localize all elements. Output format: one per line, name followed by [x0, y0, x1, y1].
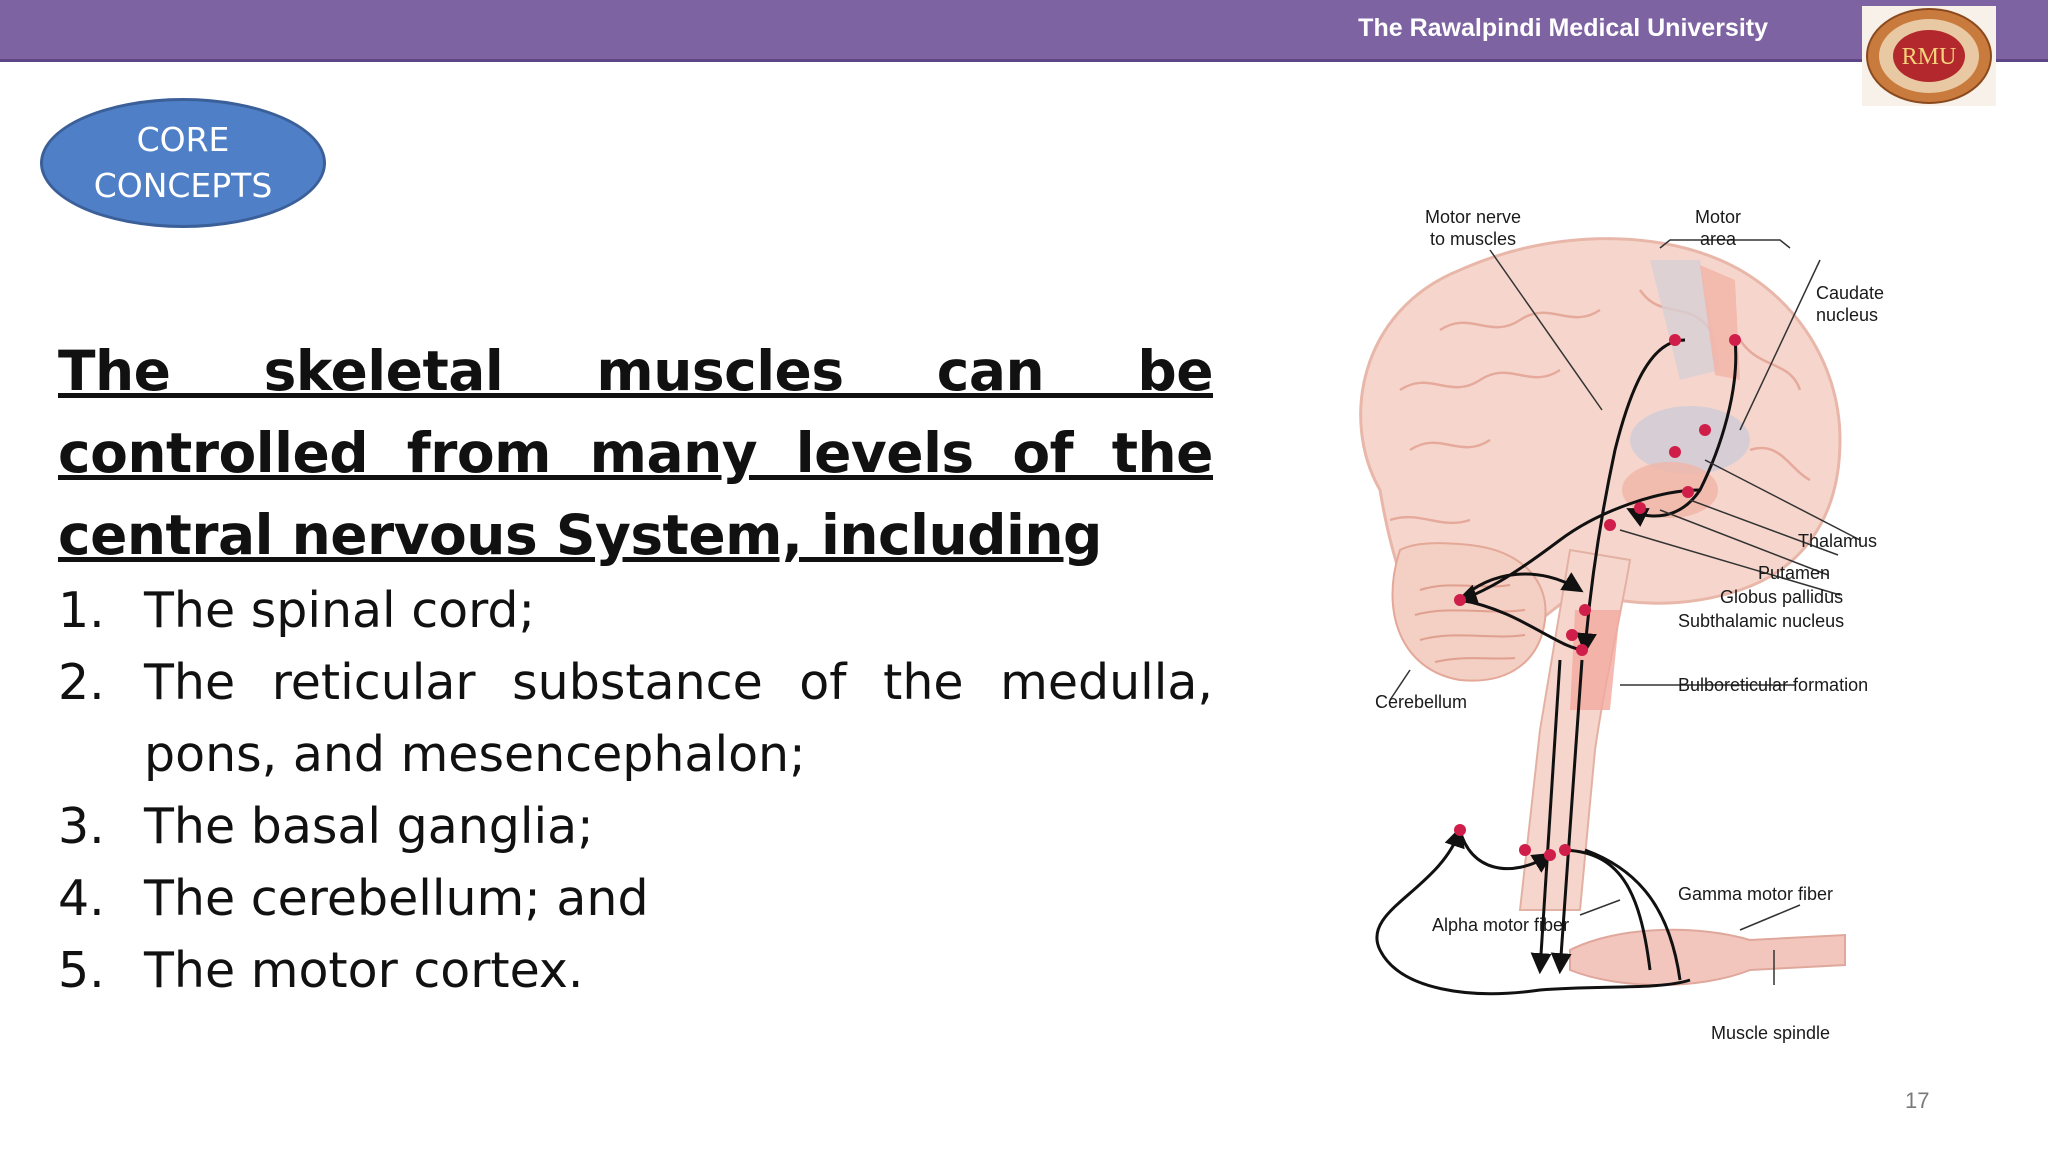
- label-bulboreticular-formation: Bulboreticular formation: [1678, 675, 1869, 695]
- core-concepts-badge: CORE CONCEPTS: [40, 98, 326, 228]
- bulboreticular-region: [1570, 610, 1620, 710]
- rmu-seal-logo-icon: RMU: [1862, 6, 1996, 106]
- list-item: 3.The basal ganglia;: [58, 798, 594, 855]
- badge-line-2: CONCEPTS: [93, 166, 273, 205]
- label-alpha-motor-fiber: Alpha motor fiber: [1432, 915, 1570, 935]
- label-motor-nerve: Motor nerve to muscles: [1425, 207, 1522, 249]
- cerebellum-shape: [1391, 542, 1547, 682]
- label-thalamus: Thalamus: [1798, 531, 1878, 551]
- label-cerebellum: Cerebellum: [1375, 692, 1468, 712]
- label-caudate-nucleus: Caudate nucleus: [1816, 283, 1885, 325]
- university-name: The Rawalpindi Medical University: [1358, 14, 1768, 42]
- slide-heading: The skeletal muscles can be controlled f…: [58, 339, 1214, 567]
- label-putamen: Putamen: [1758, 563, 1831, 583]
- motor-pathway-illustration: [1359, 237, 1861, 996]
- logo-text: RMU: [1902, 44, 1957, 70]
- label-motor-area: Motor area: [1695, 207, 1742, 249]
- list-item: 5.The motor cortex.: [58, 942, 584, 999]
- label-leaders: [1389, 239, 1861, 985]
- brain-gyri: [1389, 289, 1811, 525]
- neuron-nodes: [1454, 334, 1741, 861]
- putamen-region: [1622, 462, 1718, 518]
- page-number: 17: [1905, 1088, 1930, 1113]
- label-subthalamic-nucleus: Subthalamic nucleus: [1678, 611, 1845, 631]
- motor-area-region: [1650, 260, 1720, 380]
- badge-line-1: CORE: [136, 120, 230, 159]
- list-item: 4.The cerebellum; and: [58, 870, 649, 927]
- motor-control-diagram: Motor nerve to muscles Motor area Caudat…: [1320, 190, 1920, 1060]
- motor-area-red: [1700, 265, 1740, 380]
- muscle-shape: [1569, 928, 1846, 986]
- list-item: 1.The spinal cord;: [58, 582, 536, 639]
- label-globus-pallidus: Globus pallidus: [1720, 587, 1844, 607]
- label-gamma-motor-fiber: Gamma motor fiber: [1678, 884, 1834, 904]
- neural-pathways: [1375, 338, 1738, 996]
- header-bar: The Rawalpindi Medical University: [0, 0, 2048, 62]
- thalamus-region: [1630, 406, 1750, 474]
- label-muscle-spindle: Muscle spindle: [1711, 1023, 1831, 1043]
- cns-levels-list: 1.The spinal cord; 2.The reticular subst…: [58, 575, 1213, 1007]
- list-item: 2.The reticular substance of the medulla…: [58, 654, 1213, 783]
